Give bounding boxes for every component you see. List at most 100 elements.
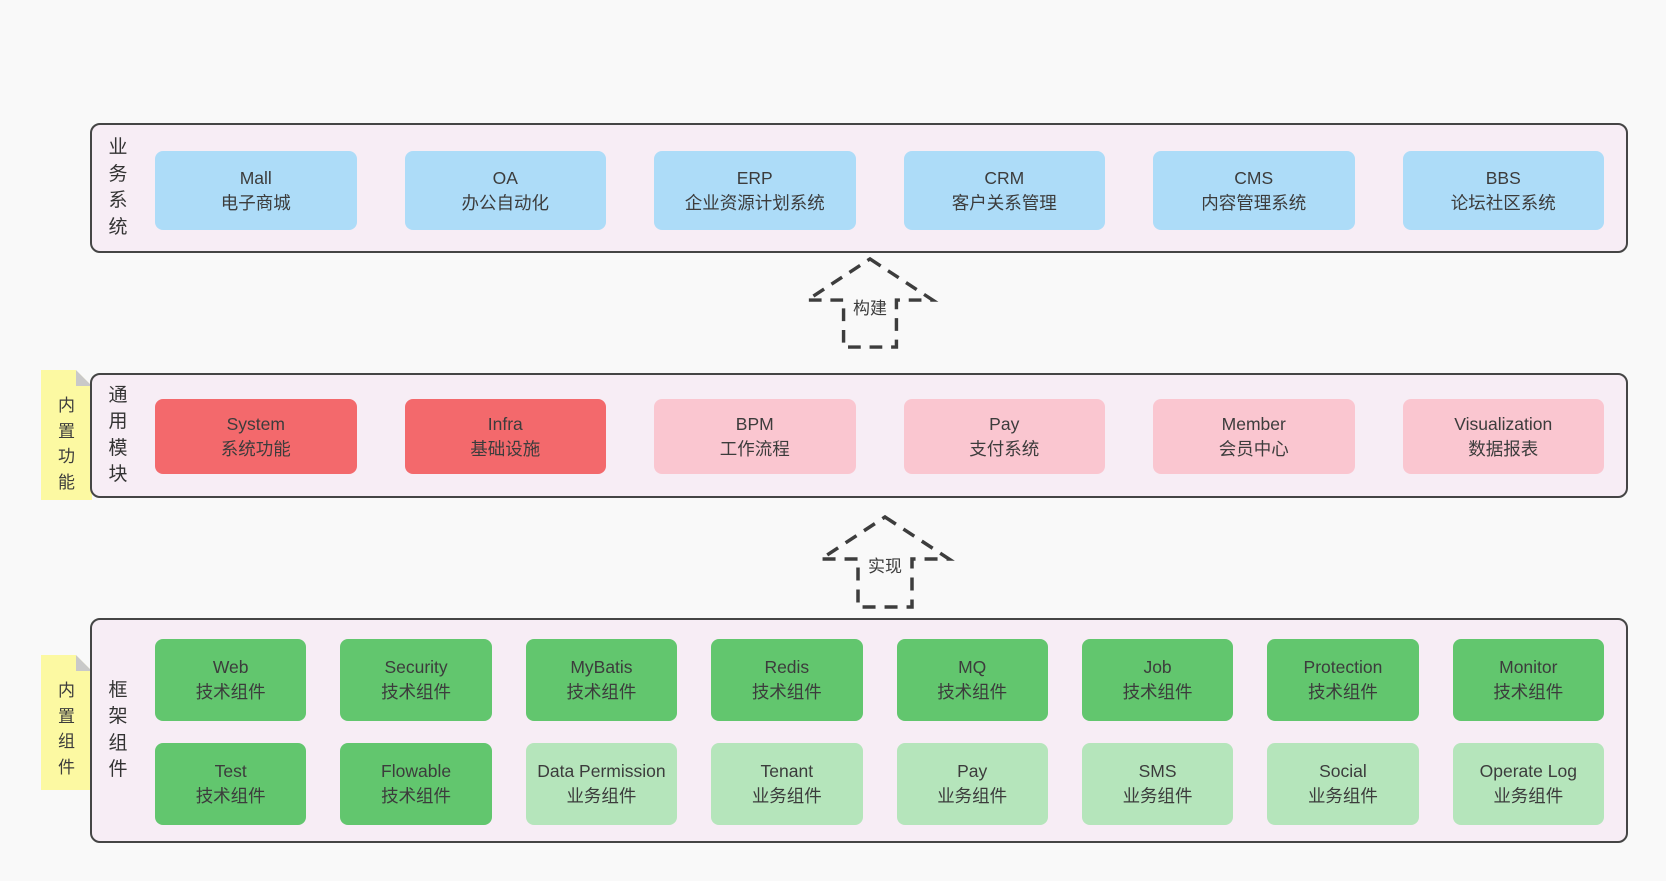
module-subtitle: 技术组件 (1493, 682, 1564, 702)
module-subtitle: 工作流程 (719, 438, 790, 459)
module-subtitle: 客户关系管理 (951, 192, 1057, 213)
module-box-bbs: BBS 论坛社区系统 (1402, 151, 1604, 230)
module-box-tenant: Tenant 业务组件 (711, 743, 863, 825)
band-label: 通用模块 (108, 384, 128, 486)
module-subtitle: 办公自动化 (461, 192, 550, 213)
module-name: Protection (1303, 657, 1383, 678)
module-name: System (226, 413, 285, 434)
module-subtitle: 技术组件 (566, 682, 637, 702)
module-box-cms: CMS 内容管理系统 (1153, 151, 1355, 230)
module-subtitle: 业务组件 (751, 786, 822, 806)
module-subtitle: 技术组件 (195, 682, 266, 702)
module-box-social: Social 业务组件 (1267, 743, 1419, 825)
module-name: ERP (736, 167, 773, 188)
module-box-test: Test 技术组件 (155, 743, 307, 825)
module-subtitle: 技术组件 (381, 786, 452, 806)
module-name: Infra (487, 413, 523, 434)
arrow-up-build: 构建 (800, 255, 940, 349)
module-name: Data Permission (537, 761, 666, 782)
module-box-mq: MQ 技术组件 (896, 639, 1048, 721)
module-box-sms: SMS 业务组件 (1081, 743, 1234, 825)
sticky-note-label: 内置组件 (58, 681, 75, 777)
module-subtitle: 系统功能 (220, 438, 291, 459)
module-subtitle: 内容管理系统 (1201, 192, 1307, 213)
module-box-mybatis: MyBatis 技术组件 (525, 639, 678, 721)
module-box-protection: Protection 技术组件 (1267, 639, 1419, 721)
module-box-data-permission: Data Permission 业务组件 (525, 743, 678, 825)
module-name: Redis (764, 657, 810, 678)
module-box-redis: Redis 技术组件 (711, 639, 863, 721)
module-box-web: Web 技术组件 (155, 639, 307, 721)
module-name: OA (492, 167, 518, 188)
module-box-security: Security 技术组件 (340, 639, 492, 721)
sticky-note-built-in-components: 内置组件 (41, 655, 92, 790)
module-subtitle: 技术组件 (751, 682, 822, 702)
module-subtitle: 技术组件 (1307, 682, 1378, 702)
module-name: BBS (1485, 167, 1521, 188)
module-name: Web (212, 657, 249, 678)
module-subtitle: 业务组件 (1307, 786, 1378, 806)
module-box-flowable: Flowable 技术组件 (340, 743, 492, 825)
module-name: Monitor (1499, 657, 1558, 678)
arrow-label: 构建 (850, 292, 890, 320)
module-box-job: Job 技术组件 (1081, 639, 1234, 721)
band-label: 业务系统 (108, 136, 128, 238)
module-box-pay: Pay 支付系统 (903, 399, 1105, 474)
module-name: CMS (1234, 167, 1274, 188)
module-name: Test (214, 761, 247, 782)
band-label: 框架组件 (108, 679, 128, 781)
module-box-oa: OA 办公自动化 (404, 151, 606, 230)
module-name: Pay (989, 413, 1020, 434)
module-box-mall: Mall 电子商城 (155, 151, 357, 230)
module-subtitle: 技术组件 (1122, 682, 1193, 702)
arrow-label: 实现 (865, 550, 905, 578)
module-subtitle: 业务组件 (566, 786, 637, 806)
dashed-up-arrow-icon (815, 514, 955, 609)
module-subtitle: 支付系统 (969, 438, 1040, 459)
module-box-infra: Infra 基础设施 (404, 399, 606, 474)
band-common-modules: 通用模块 System 系统功能 Infra 基础设施 BPM 工作流程 Pay 支付系统 Me… (90, 373, 1628, 498)
module-name: Visualization (1454, 413, 1553, 434)
module-subtitle: 技术组件 (381, 682, 452, 702)
module-box-system: System 系统功能 (155, 399, 357, 474)
module-name: MQ (958, 657, 987, 678)
module-name: SMS (1138, 761, 1177, 782)
module-name: Security (384, 657, 448, 678)
module-subtitle: 业务组件 (937, 786, 1008, 806)
band-row: Mall 电子商城 OA 办公自动化 ERP 企业资源计划系统 CRM 客户关系管理 CMS 内容… (155, 151, 1604, 230)
module-box-bpm: BPM 工作流程 (654, 399, 856, 474)
module-name: BPM (735, 413, 774, 434)
band-business-systems: 业务系统 Mall 电子商城 OA 办公自动化 ERP 企业资源计划系统 CRM 客户关系管理… (90, 123, 1628, 253)
module-box-monitor: Monitor 技术组件 (1452, 639, 1604, 721)
module-subtitle: 论坛社区系统 (1450, 192, 1556, 213)
module-subtitle: 业务组件 (1122, 786, 1193, 806)
module-subtitle: 会员中心 (1218, 438, 1289, 459)
module-name: Tenant (760, 761, 814, 782)
module-name: Mall (239, 167, 272, 188)
module-name: MyBatis (570, 657, 633, 678)
module-name: Operate Log (1479, 761, 1577, 782)
module-subtitle: 企业资源计划系统 (684, 192, 825, 213)
module-box-pay: Pay 业务组件 (896, 743, 1048, 825)
module-subtitle: 技术组件 (195, 786, 266, 806)
sticky-note-built-in-functions: 内置功能 (41, 370, 92, 500)
module-name: Social (1319, 761, 1367, 782)
module-name: Pay (957, 761, 988, 782)
module-name: CRM (984, 167, 1025, 188)
module-box-visualization: Visualization 数据报表 (1402, 399, 1604, 474)
module-subtitle: 电子商城 (220, 192, 291, 213)
dashed-up-arrow-icon (801, 256, 939, 349)
arrow-up-implement: 实现 (815, 510, 955, 612)
module-subtitle: 数据报表 (1468, 438, 1539, 459)
module-box-erp: ERP 企业资源计划系统 (654, 151, 856, 230)
module-subtitle: 技术组件 (937, 682, 1008, 702)
module-name: Flowable (381, 761, 452, 782)
module-name: Job (1143, 657, 1172, 678)
module-subtitle: 基础设施 (470, 438, 541, 459)
